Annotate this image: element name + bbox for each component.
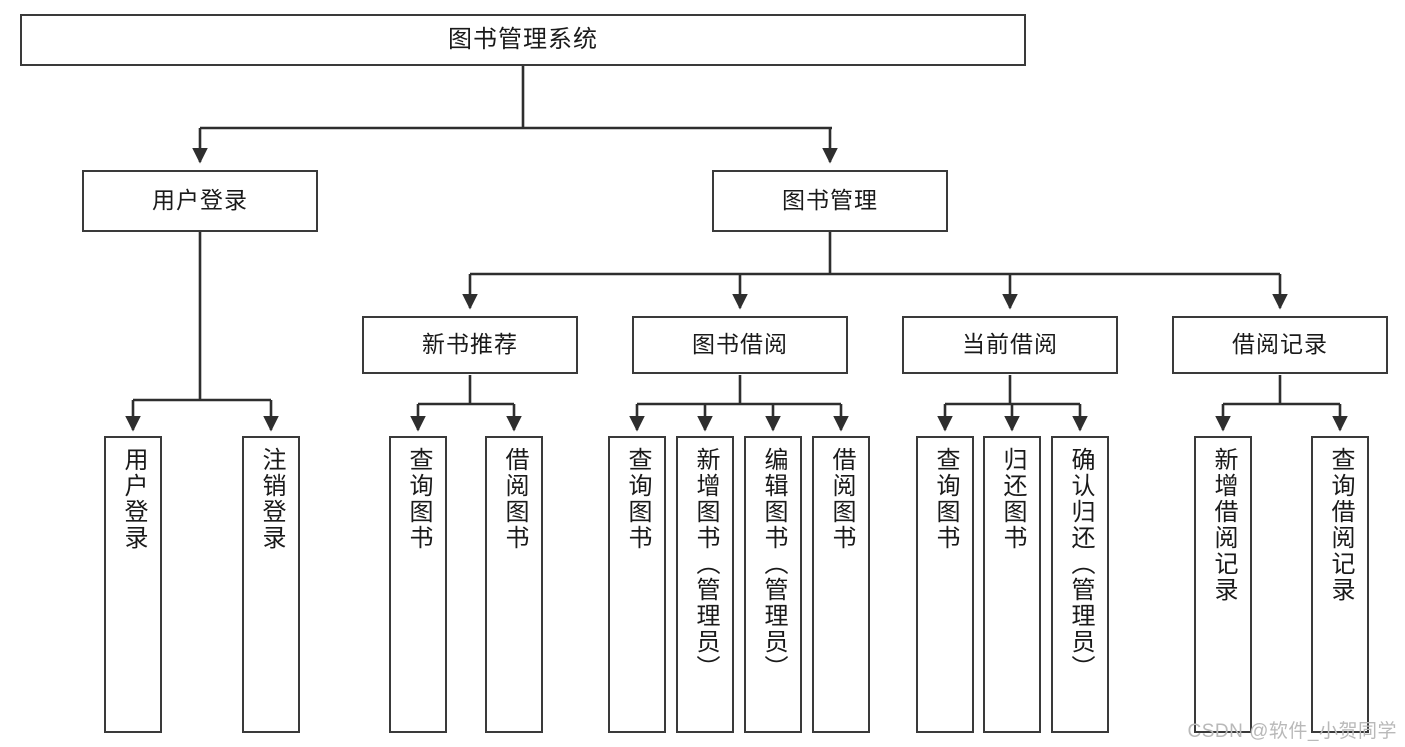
- csdn-watermark: CSDN @软件_小贺同学: [1187, 721, 1397, 742]
- node-label: 注销登录: [258, 447, 285, 551]
- node-label: 查询图书: [405, 447, 432, 551]
- node-label: 借阅图书: [828, 447, 855, 551]
- node-leaf-edit-book-admin[interactable]: 编辑图书（管理员）: [744, 436, 802, 733]
- node-label: 新增借阅记录: [1210, 447, 1237, 603]
- node-user-login[interactable]: 用户登录: [82, 170, 318, 232]
- node-label: 查询图书: [932, 447, 959, 551]
- node-leaf-return-book[interactable]: 归还图书: [983, 436, 1041, 733]
- node-leaf-confirm-return-admin[interactable]: 确认归还（管理员）: [1051, 436, 1109, 733]
- node-leaf-query-book-1[interactable]: 查询图书: [389, 436, 447, 733]
- node-leaf-add-book-admin[interactable]: 新增图书（管理员）: [676, 436, 734, 733]
- node-leaf-query-book-3[interactable]: 查询图书: [916, 436, 974, 733]
- node-leaf-user-login[interactable]: 用户登录: [104, 436, 162, 733]
- node-label: 图书管理系统: [448, 25, 598, 53]
- node-book-manage[interactable]: 图书管理: [712, 170, 948, 232]
- node-label: 用户登录: [152, 187, 248, 214]
- node-book-borrow[interactable]: 图书借阅: [632, 316, 848, 374]
- node-label: 新书推荐: [422, 331, 518, 358]
- node-leaf-logout-login[interactable]: 注销登录: [242, 436, 300, 733]
- node-label: 确认归还（管理员）: [1067, 447, 1094, 681]
- node-label: 借阅图书: [501, 447, 528, 551]
- node-root-system[interactable]: 图书管理系统: [20, 14, 1026, 66]
- node-label: 当前借阅: [962, 331, 1058, 358]
- node-leaf-borrow-book-1[interactable]: 借阅图书: [485, 436, 543, 733]
- node-leaf-borrow-book-2[interactable]: 借阅图书: [812, 436, 870, 733]
- node-label: 归还图书: [999, 447, 1026, 551]
- node-borrow-record[interactable]: 借阅记录: [1172, 316, 1388, 374]
- node-current-borrow[interactable]: 当前借阅: [902, 316, 1118, 374]
- node-label: 查询图书: [624, 447, 651, 551]
- node-label: 图书管理: [782, 187, 878, 214]
- node-label: 用户登录: [120, 447, 147, 551]
- node-leaf-query-book-2[interactable]: 查询图书: [608, 436, 666, 733]
- node-label: 图书借阅: [692, 331, 788, 358]
- node-new-book-recommend[interactable]: 新书推荐: [362, 316, 578, 374]
- node-label: 借阅记录: [1232, 331, 1328, 358]
- node-leaf-query-borrow-record[interactable]: 查询借阅记录: [1311, 436, 1369, 733]
- node-label: 编辑图书（管理员）: [760, 447, 787, 681]
- node-label: 新增图书（管理员）: [692, 447, 719, 681]
- node-leaf-add-borrow-record[interactable]: 新增借阅记录: [1194, 436, 1252, 733]
- node-label: 查询借阅记录: [1327, 447, 1354, 603]
